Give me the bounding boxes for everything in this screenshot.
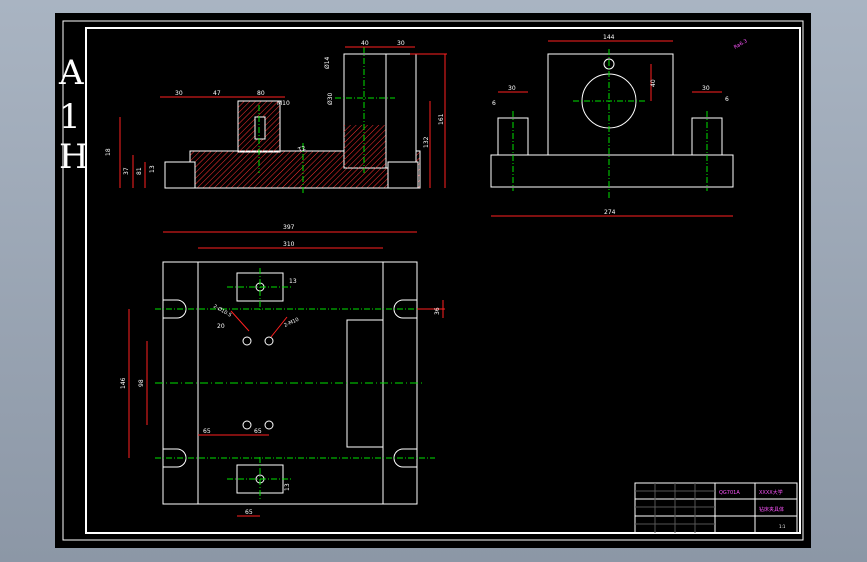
side-dim-144: 144 [603, 34, 615, 41]
top-dim-98: 98 [138, 379, 145, 387]
outer-border [62, 20, 804, 541]
top-dim-13b: 13 [284, 483, 291, 491]
front-dim-t2: T2 [296, 145, 307, 155]
top-dim-310: 310 [283, 241, 295, 248]
tb-drawing-no: QG701A [719, 490, 740, 496]
top-dim-146: 146 [120, 377, 127, 389]
front-dim-40: 40 [361, 40, 369, 47]
side-view: 144 40 30 30 6 6 274 [490, 34, 734, 217]
top-view: 397 310 13 36 2-Ø10.5 20 2-M10 146 98 65… [120, 224, 445, 517]
front-column-right [385, 53, 417, 169]
side-dim-40: 40 [650, 79, 657, 87]
tb-part-name: 钻床夹具体 [759, 506, 784, 513]
side-dim-6b: 6 [725, 96, 729, 103]
top-dim-65: 65 [203, 428, 211, 435]
front-dim-132: 132 [423, 136, 430, 148]
top-dim-2d10: 2-Ø10.5 [212, 303, 233, 319]
tb-scale: 1:1 [779, 524, 786, 529]
side-dim-30: 30 [508, 85, 516, 92]
top-dim-36: 36 [434, 307, 441, 315]
side-label-a: A [58, 53, 84, 93]
top-dim-13: 13 [289, 278, 297, 285]
front-column-hatch [344, 125, 386, 168]
front-dim-m10: M10 [277, 100, 290, 107]
front-left-slot [164, 161, 196, 189]
top-dim-397: 397 [283, 224, 295, 231]
front-dim-d30: Ø30 [327, 92, 334, 105]
side-label-h: H [59, 137, 89, 177]
front-dim-161: 161 [438, 113, 445, 125]
title-block-frame [634, 482, 798, 534]
side-label-1: 1 [59, 97, 81, 137]
top-hole [264, 420, 274, 430]
top-dim-20: 20 [217, 323, 225, 330]
front-dim-30: 30 [175, 90, 183, 97]
side-base [490, 154, 734, 188]
front-dim-d14: Ø14 [324, 56, 331, 69]
top-dim-65b: 65 [254, 428, 262, 435]
front-right-slot [387, 161, 419, 189]
roughness-note: Ra6.3 [733, 38, 748, 50]
front-view: 30 47 80 M10 40 30 Ø14 Ø30 161 132 18 37… [105, 40, 447, 195]
top-hole [264, 336, 274, 346]
front-dim-13: 13 [149, 165, 156, 173]
side-dim-30b: 30 [702, 85, 710, 92]
front-dim-30b: 30 [397, 40, 405, 47]
title-block: QG701A XXXX大学 钻床夹具体 1:1 [634, 482, 798, 534]
top-dim-65c: 65 [245, 509, 253, 516]
top-leader [270, 316, 288, 338]
front-dim-37: 37 [123, 167, 130, 175]
top-hole [242, 336, 252, 346]
front-tapped-hole [254, 116, 266, 140]
inner-border [85, 27, 801, 534]
front-dim-18: 18 [105, 148, 112, 156]
tb-school: XXXX大学 [759, 489, 783, 496]
front-dim-47: 47 [213, 90, 221, 97]
engineering-drawing: A 1 H Ra6.3 30 47 80 M10 40 30 Ø14 Ø30 1… [58, 20, 804, 541]
side-dim-274: 274 [604, 209, 616, 216]
front-dim-80: 80 [257, 90, 265, 97]
side-dim-6: 6 [492, 100, 496, 107]
top-hole [242, 420, 252, 430]
front-dim-81: 81 [136, 167, 143, 175]
side-upright [547, 53, 674, 156]
cad-viewport[interactable]: A 1 H Ra6.3 30 47 80 M10 40 30 Ø14 Ø30 1… [55, 13, 811, 548]
top-leader [230, 310, 250, 332]
